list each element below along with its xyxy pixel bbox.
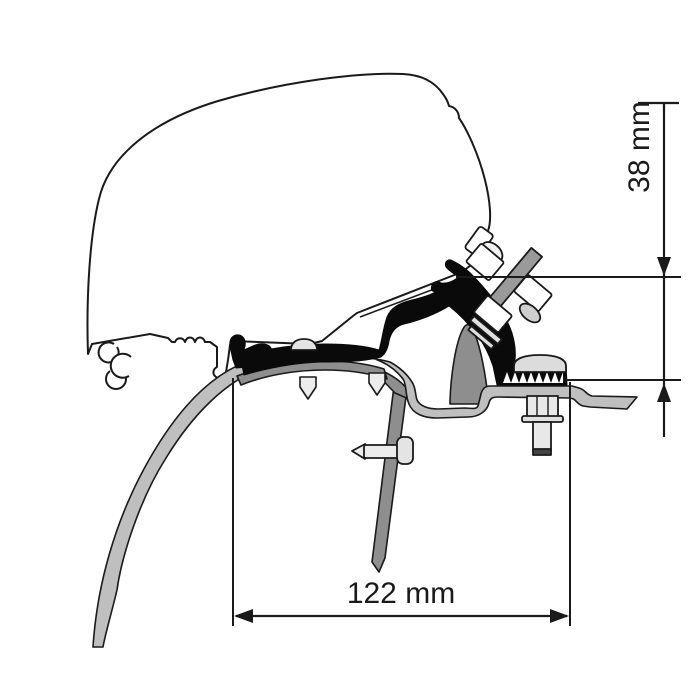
lower-washer-2 xyxy=(467,325,496,351)
dimension-38mm: 38 mm xyxy=(456,101,681,437)
dimension-label-vertical: 38 mm xyxy=(623,101,656,193)
dim-v-arrow-down xyxy=(657,257,671,276)
dome-screw-head xyxy=(513,354,567,373)
hex-bolt-shaft-tip xyxy=(532,448,552,456)
horizontal-screw-head xyxy=(396,436,414,465)
middle-hex-nut xyxy=(513,274,553,312)
screw-tip-left xyxy=(299,376,317,400)
awning-case-outline xyxy=(86,72,492,380)
hex-bolt-head xyxy=(526,395,559,419)
dim-h-arrow-left xyxy=(234,609,253,623)
horizontal-screw-shaft xyxy=(363,444,400,459)
screw-tips xyxy=(299,372,386,400)
dim-v-arrow-up xyxy=(657,383,671,402)
middle-washer xyxy=(518,302,542,324)
mounting-bracket xyxy=(229,259,568,386)
bracket-rail-anchor xyxy=(229,334,273,369)
wall-leg xyxy=(371,385,408,573)
dimension-label-horizontal: 122 mm xyxy=(347,577,455,610)
dimension-122mm: 122 mm xyxy=(232,378,571,626)
dim-h-arrow-right xyxy=(550,609,569,623)
screw-dome-head xyxy=(290,338,318,351)
hex-bolt-shaft xyxy=(532,421,552,452)
horizontal-screw-tip xyxy=(351,443,366,460)
bracket-main-profile xyxy=(239,259,568,386)
screw-tip-right xyxy=(368,372,386,396)
lower-hex-bolt-head xyxy=(473,295,513,333)
fasteners xyxy=(290,226,567,465)
rail-hook-curl-3 xyxy=(109,352,132,379)
upper-hex-bolt-head xyxy=(465,243,505,281)
awning-case-profile xyxy=(86,72,492,390)
lower-washer-1 xyxy=(469,315,503,345)
serrated-base-teeth xyxy=(503,372,563,383)
